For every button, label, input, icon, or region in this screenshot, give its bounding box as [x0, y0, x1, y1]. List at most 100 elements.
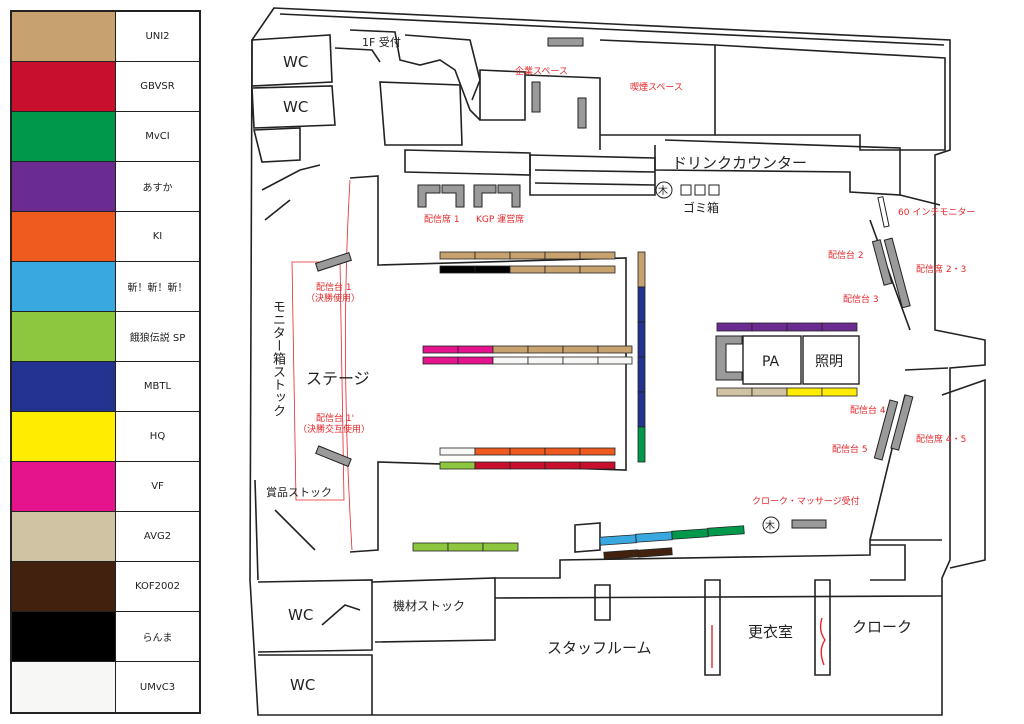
game-table — [474, 265, 511, 274]
monitor-60-label: 60 インチモニター — [898, 207, 975, 218]
game-table — [544, 251, 581, 260]
stream-seat-bracket — [441, 184, 465, 208]
game-table — [579, 461, 616, 470]
final-alt-use-label: （決勝交互使用） — [298, 423, 370, 435]
game-table — [509, 265, 546, 274]
legend-swatch — [12, 362, 116, 411]
stream-seat-1-label: 配信席 1 — [424, 213, 460, 225]
game-table — [637, 391, 646, 428]
legend-row: あすか — [12, 162, 199, 212]
tree-icon: 木 — [658, 185, 668, 197]
smoking-space-label: 喫煙スペース — [630, 81, 683, 93]
legend-row: らんま — [12, 612, 199, 662]
legend-row: VF — [12, 462, 199, 512]
game-table — [509, 447, 546, 456]
legend-swatch — [12, 662, 116, 712]
legend-row: KOF2002 — [12, 562, 199, 612]
legend-swatch — [12, 262, 116, 311]
legend-row: 餓狼伝説 SP — [12, 312, 199, 362]
game-table — [439, 447, 476, 456]
game-table — [544, 447, 581, 456]
table-gray-block — [531, 81, 541, 113]
kgp-seat-bracket — [497, 184, 521, 208]
red-annotations: 企業スペース 喫煙スペース 配信席 1 KGP 運営席 60 インチモニター 配… — [298, 65, 975, 507]
cloak-massage-label: クローク・マッサージ受付 — [752, 495, 860, 507]
monitor-stock-label: モニター箱ストック — [270, 300, 285, 417]
wc-label: WC — [283, 98, 308, 116]
game-table — [597, 345, 633, 354]
legend-label: HQ — [149, 431, 166, 442]
trash-box — [680, 184, 692, 196]
legend-swatch — [12, 462, 116, 511]
game-table — [422, 356, 459, 365]
game-table — [751, 322, 788, 332]
game-table — [439, 265, 476, 274]
game-table — [509, 461, 546, 470]
legend-row: 斬！斬！斬！ — [12, 262, 199, 312]
game-table — [482, 542, 519, 552]
final-use-label: （決勝使用） — [306, 292, 360, 304]
legend-swatch — [12, 612, 116, 661]
table-gray-block — [314, 252, 352, 272]
legend-label: 斬！斬！斬！ — [127, 283, 188, 294]
game-table — [509, 251, 546, 260]
table-gray-block — [890, 394, 914, 451]
game-table — [786, 387, 823, 397]
legend-swatch — [12, 162, 116, 211]
game-table — [637, 356, 646, 393]
drink-counter-label: ドリンクカウンター — [672, 154, 807, 172]
company-space-label: 企業スペース — [515, 65, 568, 77]
game-table — [637, 321, 646, 358]
door-lines — [711, 617, 826, 668]
wc-label: WC — [283, 53, 308, 71]
table-gray-block — [577, 97, 587, 129]
game-table — [474, 447, 511, 456]
game-table — [603, 549, 639, 560]
monitor-stock-label-wrap: モニター箱ストック — [270, 300, 285, 417]
game-table — [439, 461, 476, 470]
stream-table-1-label: 配信台 1 — [316, 281, 352, 293]
pa-booth-bracket — [715, 335, 743, 381]
table-gray-block — [871, 239, 893, 286]
stream-seat-bracket — [417, 184, 441, 208]
game-table — [527, 356, 564, 365]
legend-swatch — [12, 112, 116, 161]
kgp-seat-bracket — [473, 184, 497, 208]
game-tables — [412, 251, 858, 560]
table-gray-block — [547, 37, 584, 47]
game-table — [579, 447, 616, 456]
game-table — [786, 322, 823, 332]
legend-table: UNI2 GBVSR MvCI あすか KI 斬！斬！斬！ 餓狼伝説 SP MB… — [10, 10, 201, 714]
legend-row: GBVSR — [12, 62, 199, 112]
wc-label: WC — [288, 606, 313, 624]
game-table — [544, 461, 581, 470]
game-table — [474, 251, 511, 260]
legend-swatch — [12, 512, 116, 561]
game-table — [579, 265, 616, 274]
legend-label: KI — [152, 231, 163, 242]
game-table — [544, 265, 581, 274]
cloak-label: クローク — [852, 618, 912, 636]
game-table — [751, 387, 788, 397]
legend-swatch — [12, 312, 116, 361]
lighting-label: 照明 — [815, 354, 843, 370]
stream-table-1b-label: 配信台 1' — [316, 412, 354, 424]
walls — [249, 7, 986, 716]
game-table — [474, 461, 511, 470]
game-table — [637, 547, 673, 558]
legend-label: MvCI — [145, 131, 170, 142]
tree-marker — [762, 516, 780, 534]
table-gray-block — [791, 519, 827, 529]
legend-row: HQ — [12, 412, 199, 462]
stream-table-2-label: 配信台 2 — [828, 249, 864, 261]
game-table — [492, 345, 529, 354]
pa-box — [742, 335, 802, 385]
legend-row: KI — [12, 212, 199, 262]
room-labels: WC WC WC WC 1F 受付 ドリンクカウンター ゴミ箱 ステージ 賞品ス… — [266, 36, 912, 694]
pa-label: PA — [762, 354, 780, 370]
legend-row: MBTL — [12, 362, 199, 412]
stream-seat-23-label: 配信席 2・3 — [916, 263, 966, 275]
stream-table-3-label: 配信台 3 — [843, 293, 879, 305]
legend-label: VF — [151, 481, 164, 492]
legend-label: GBVSR — [140, 81, 175, 92]
